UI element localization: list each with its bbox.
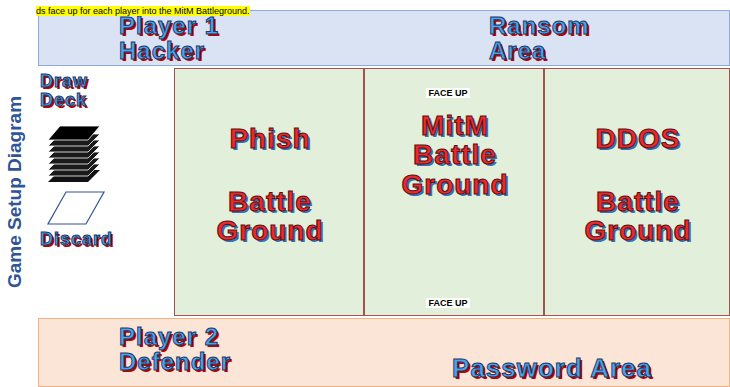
deck-label: Draw Deck bbox=[40, 72, 120, 110]
battleground-box: DDOS Battle Ground bbox=[544, 68, 730, 316]
draw-deck bbox=[48, 126, 100, 182]
zone-label: DDOS bbox=[555, 124, 721, 153]
player-band: Player 2 DefenderPassword Area bbox=[38, 318, 730, 387]
battleground-box: MitM Battle Ground bbox=[364, 68, 544, 316]
zone-label: Player 1 Hacker bbox=[119, 13, 269, 63]
instruction-note: ds face up for each player into the MitM… bbox=[36, 6, 250, 16]
battleground-box: PhishBattle Ground bbox=[174, 68, 364, 316]
player-band: Player 1 Hacker Ransom Area bbox=[38, 10, 730, 66]
discard-outline bbox=[48, 192, 104, 224]
face-up-label: FACE UP bbox=[426, 298, 469, 308]
discard-label: Discard bbox=[40, 230, 113, 249]
face-up-label: FACE UP bbox=[426, 88, 469, 98]
zone-label: Battle Ground bbox=[563, 187, 713, 246]
zone-label: Password Area bbox=[407, 355, 697, 382]
zone-label: Phish bbox=[185, 124, 355, 153]
zone-label: Player 2 Defender bbox=[119, 324, 274, 374]
diagram-title: Game Setup Diagram bbox=[4, 96, 26, 288]
zone-label: Battle Ground bbox=[195, 187, 345, 246]
zone-label: MitM Battle Ground bbox=[390, 111, 520, 199]
zone-label: Ransom Area bbox=[489, 13, 639, 63]
